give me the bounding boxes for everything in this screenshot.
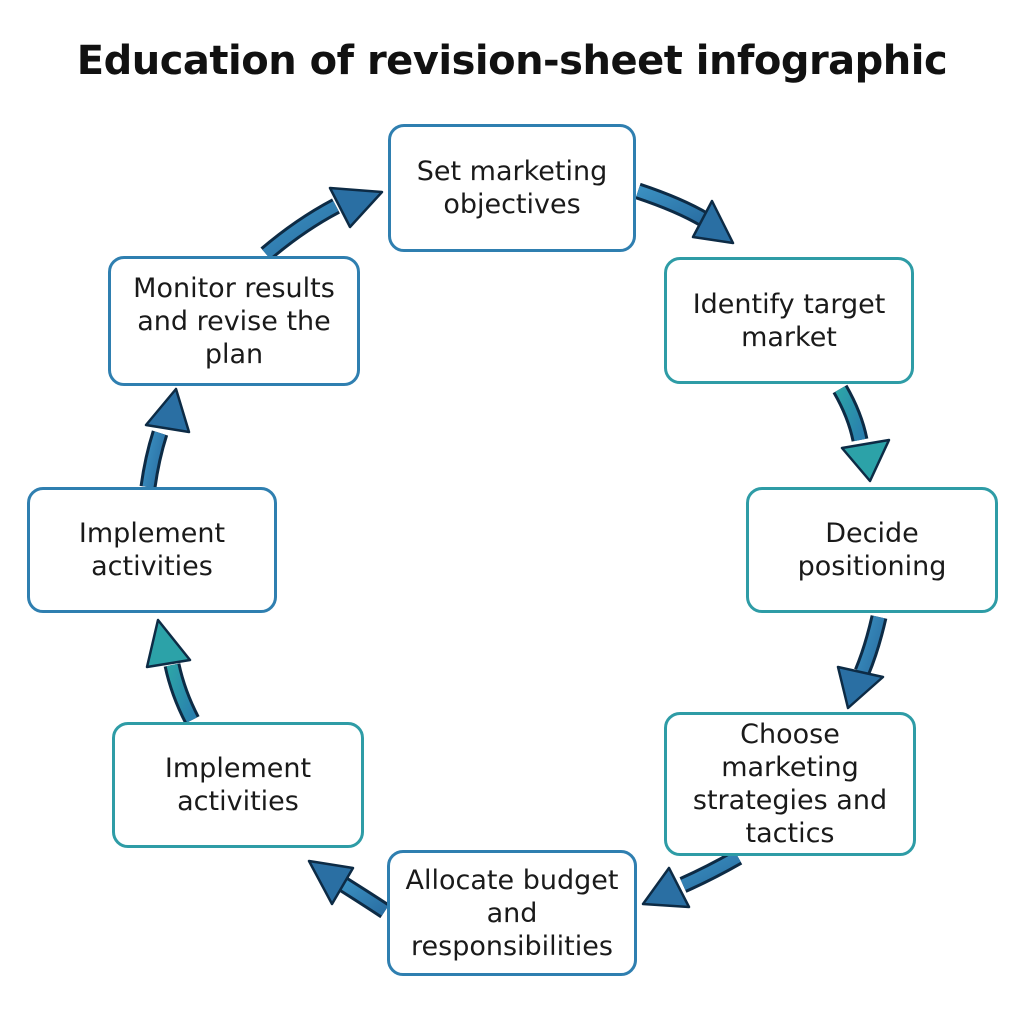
diagram-title: Education of revision-sheet infographic bbox=[76, 38, 948, 84]
step-choose-strategies-tactics: Choose marketing strategies and tactics bbox=[664, 712, 916, 856]
step-decide-positioning: Decide positioning bbox=[746, 487, 998, 613]
step-implement-activities-upper: Implement activities bbox=[27, 487, 277, 613]
arrow-strategies-to-budget bbox=[641, 849, 743, 909]
arrow-monitor-to-objectives bbox=[260, 186, 384, 261]
step-allocate-budget: Allocate budget and responsibilities bbox=[387, 850, 637, 976]
arrow-budget-to-implement bbox=[307, 859, 390, 919]
arrow-target-to-positioning bbox=[832, 384, 891, 483]
step-monitor-results: Monitor results and revise the plan bbox=[108, 256, 360, 386]
arrow-objectives-to-target bbox=[635, 182, 735, 245]
arrow-implement-to-monitor bbox=[139, 387, 191, 489]
step-set-marketing-objectives: Set marketing objectives bbox=[388, 124, 636, 252]
arrow-positioning-to-strategies bbox=[836, 615, 888, 710]
step-identify-target-market: Identify target market bbox=[664, 257, 914, 384]
arrow-implement-to-implement bbox=[145, 618, 200, 724]
step-implement-activities-lower: Implement activities bbox=[112, 722, 364, 848]
